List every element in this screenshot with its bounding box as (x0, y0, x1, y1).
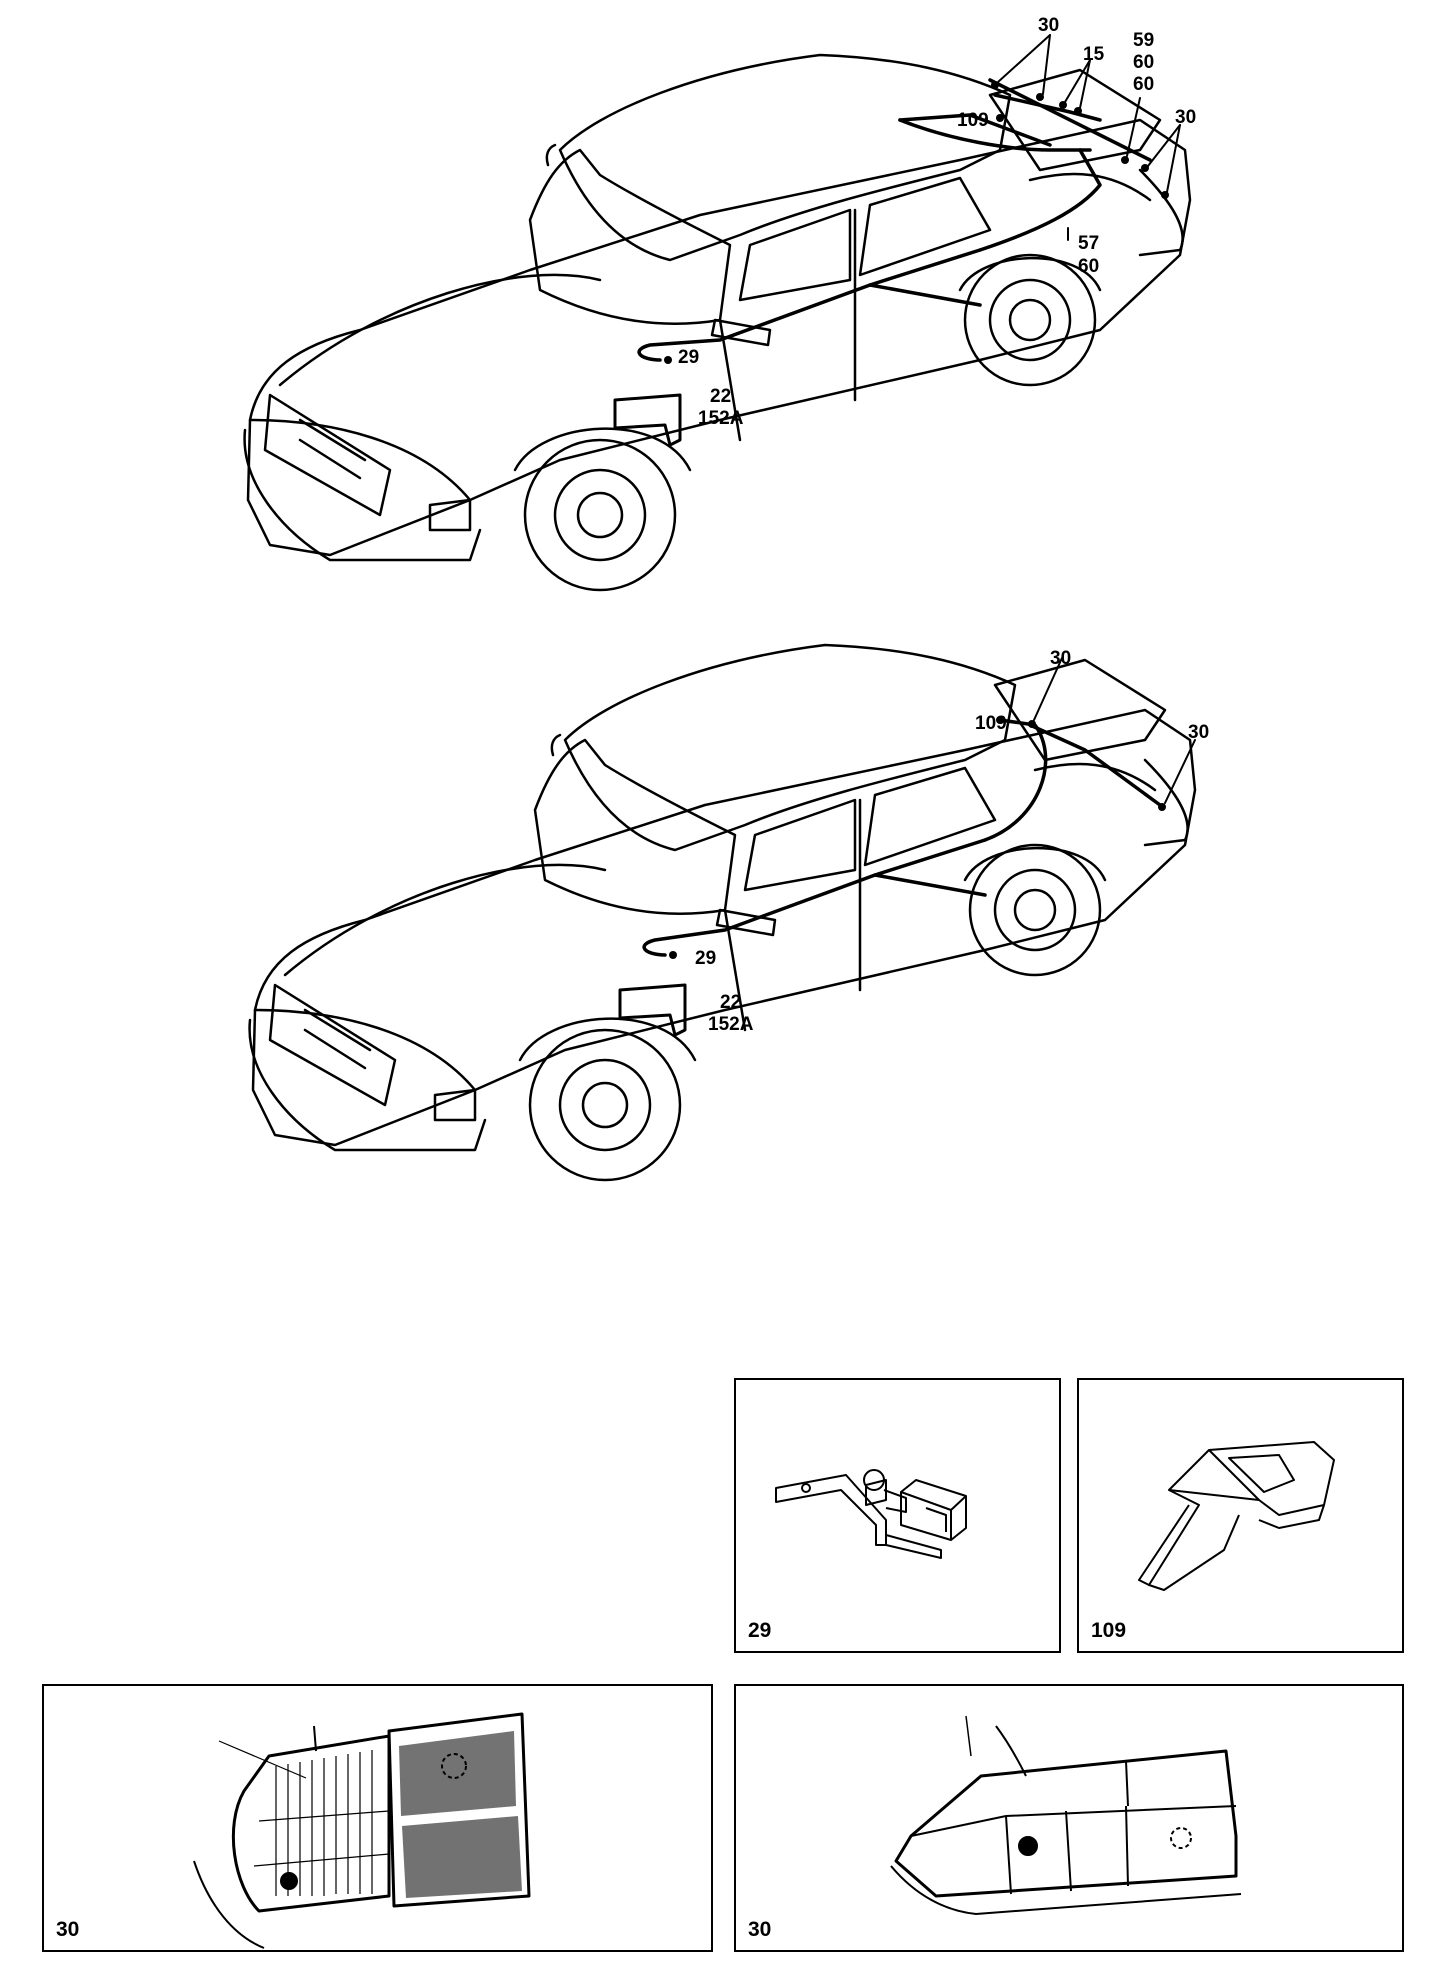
car-outline-middle (248, 643, 1197, 1182)
detail-panel-30-left: 30 (42, 1684, 713, 1952)
callout-152a: 152A (708, 1014, 754, 1035)
callout-60: 60 (1078, 256, 1100, 277)
callout-29: 29 (695, 948, 717, 969)
callout-30: 30 (1175, 107, 1197, 128)
lamp-unit-icon (1138, 1441, 1335, 1591)
callout-30: 30 (1038, 15, 1060, 36)
callout-59: 59 (1133, 30, 1155, 51)
car-diagram-top: 30 15 59 60 60 30 109 57 60 29 22 152A (0, 0, 1440, 600)
callout-30: 30 (1050, 648, 1072, 669)
panel-label: 30 (56, 1918, 80, 1941)
callout-109: 109 (975, 713, 1007, 734)
callout-57: 57 (1078, 233, 1100, 254)
callout-29: 29 (678, 347, 700, 368)
callout-152a: 152A (698, 408, 744, 429)
callout-60: 60 (1133, 52, 1155, 73)
callout-15: 15 (1083, 44, 1105, 65)
tail-lamp-icon (890, 1715, 1242, 1915)
detail-panel-30-right: 30 (734, 1684, 1404, 1952)
callout-30: 30 (1188, 722, 1210, 743)
callout-22: 22 (710, 386, 732, 407)
callout-60: 60 (1133, 74, 1155, 95)
detail-panel-29: 29 (734, 1378, 1061, 1653)
callout-22: 22 (720, 992, 742, 1013)
door-switch-icon (775, 1469, 967, 1559)
detail-panel-109: 109 (1077, 1378, 1404, 1653)
callout-109: 109 (957, 110, 989, 131)
car-outline-top (243, 34, 1192, 592)
panel-label: 29 (748, 1619, 772, 1642)
car-diagram-middle: 30 109 30 29 22 152A (0, 620, 1440, 1260)
panel-label: 30 (748, 1918, 772, 1941)
tail-lamp-icon (193, 1712, 531, 1949)
panel-label: 109 (1091, 1619, 1127, 1642)
